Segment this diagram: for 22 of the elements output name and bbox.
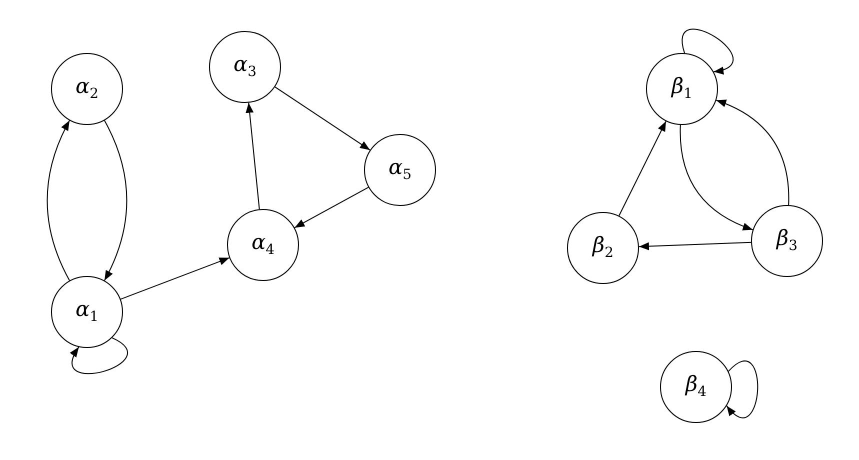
- arrow: [104, 120, 128, 282]
- arrow: [638, 242, 752, 250]
- self-loop-arrow: [682, 28, 734, 74]
- arrow: [274, 86, 371, 151]
- arrow: [46, 120, 70, 282]
- arrow: [618, 120, 666, 216]
- arrow: [294, 186, 369, 228]
- node-label: β$_{3}$: [776, 228, 798, 254]
- node-label: α$_{5}$: [388, 157, 412, 183]
- arrow: [120, 257, 230, 300]
- arrow: [246, 102, 260, 210]
- arrow: [680, 124, 754, 230]
- self-loop-arrow: [70, 337, 128, 374]
- arrow: [716, 100, 790, 206]
- self-loop-arrow: [726, 360, 758, 418]
- node-label: β$_{4}$: [685, 374, 707, 400]
- node-label: α$_{2}$: [75, 76, 99, 102]
- node-label: β$_{1}$: [671, 76, 693, 102]
- node-label: α$_{4}$: [251, 232, 275, 258]
- node-label: α$_{1}$: [75, 299, 99, 325]
- node-label: α$_{3}$: [233, 54, 257, 80]
- node-label: β$_{2}$: [592, 235, 614, 261]
